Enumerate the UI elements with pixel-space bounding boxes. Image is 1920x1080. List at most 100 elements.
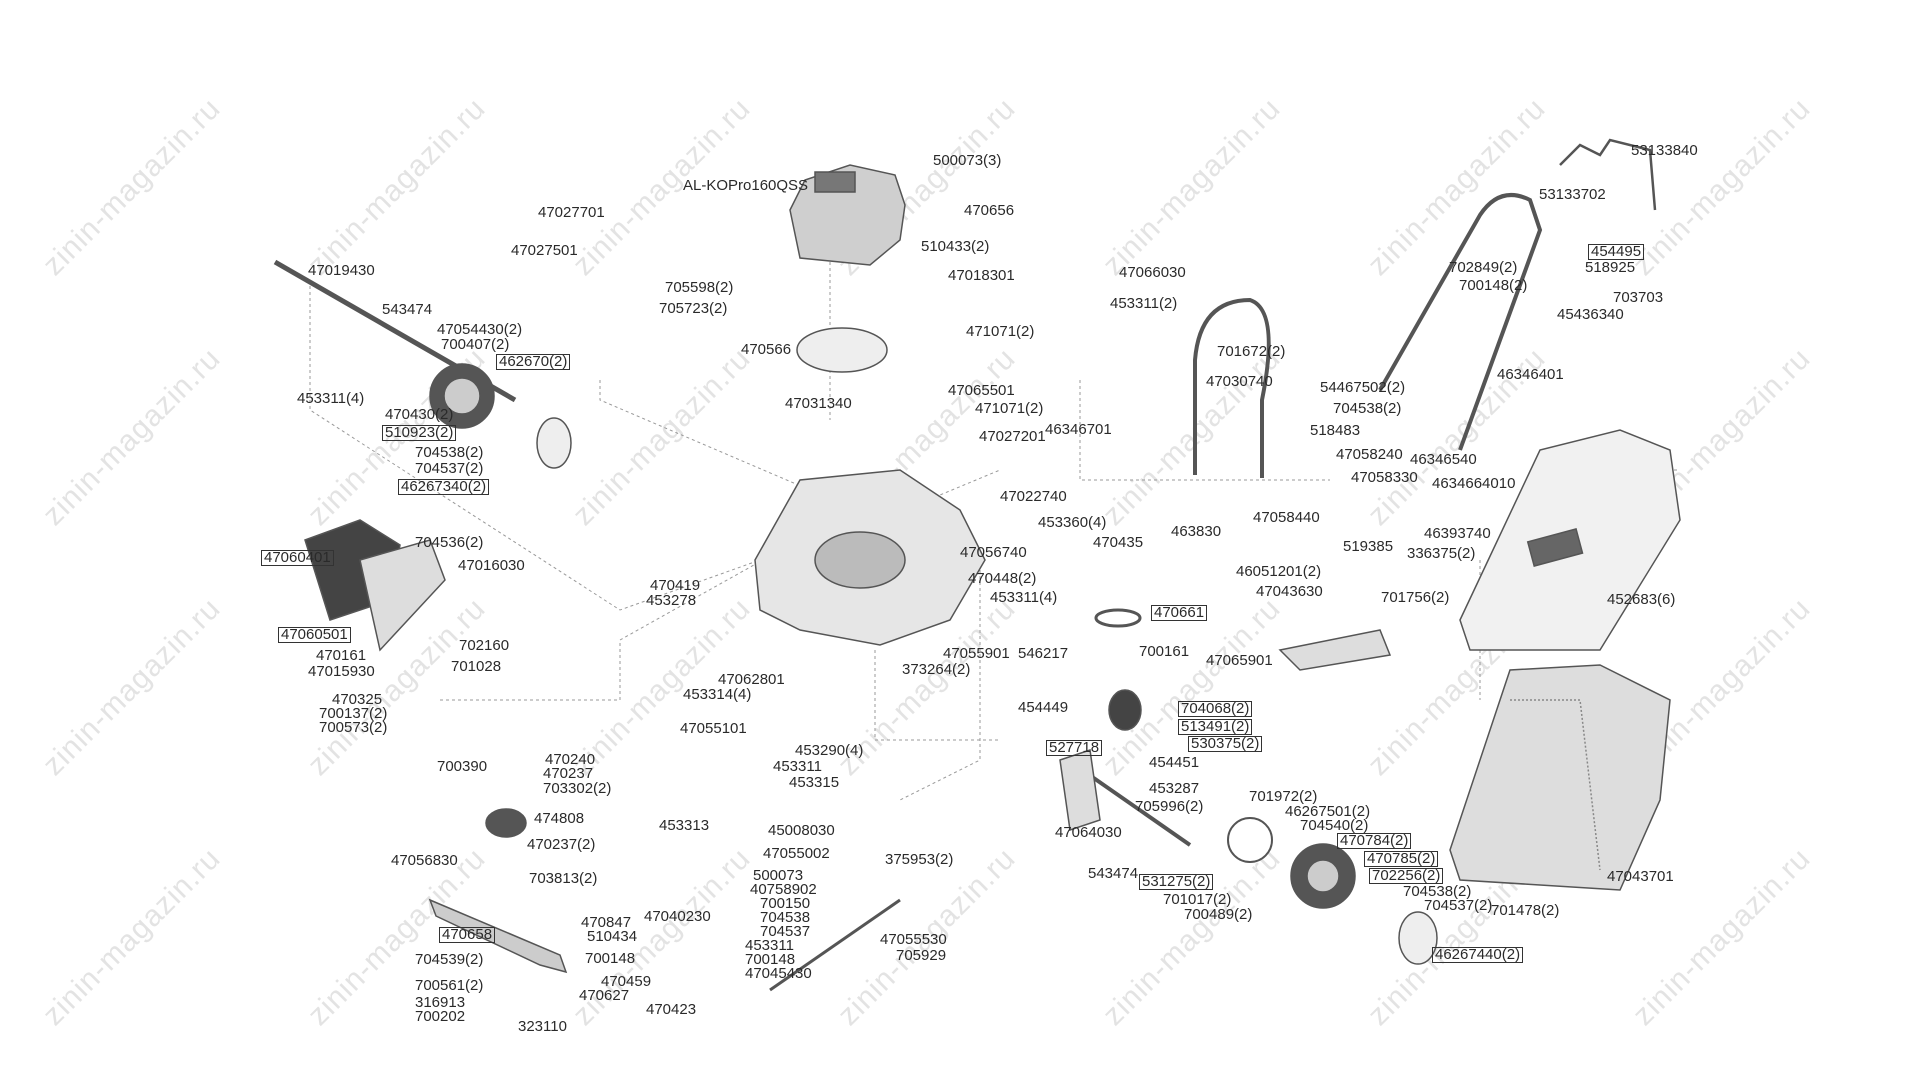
belt-drawing xyxy=(1094,608,1142,628)
part-number-label: 705929 xyxy=(896,947,947,964)
part-number-label: 704537(2) xyxy=(415,460,484,477)
part-number-label: 47055101 xyxy=(680,720,747,737)
part-number-label: 702160 xyxy=(459,637,510,654)
part-number-label: 703813(2) xyxy=(529,870,598,887)
part-number-label-highlighted: 470658 xyxy=(439,927,496,943)
part-number-label: 700148(2) xyxy=(1459,277,1528,294)
part-number-label-highlighted: 47060501 xyxy=(278,627,351,643)
part-number-label: 700390 xyxy=(437,758,488,775)
part-number-label: 704538(2) xyxy=(1333,400,1402,417)
height-lever-drawing xyxy=(769,898,901,992)
part-number-label: 510434 xyxy=(587,928,638,945)
part-number-label: 704539(2) xyxy=(415,951,484,968)
part-number-label: 47027501 xyxy=(511,242,578,259)
part-number-label: 453311(4) xyxy=(297,390,365,407)
part-number-label: 46267501(2) xyxy=(1285,803,1371,820)
part-number-label: 453311 xyxy=(773,758,822,775)
part-number-label: 46051201(2) xyxy=(1236,563,1322,580)
part-number-label: 700573(2) xyxy=(319,719,388,736)
part-number-label: 701756(2) xyxy=(1381,589,1450,606)
part-number-label: 453311(2) xyxy=(1110,295,1178,312)
part-number-label: 705598(2) xyxy=(665,279,734,296)
front-hubcap-drawing xyxy=(1398,911,1438,965)
part-number-label: AL-KOPro160QSS xyxy=(683,177,809,194)
part-number-label: 470459 xyxy=(601,973,652,990)
part-number-label-highlighted: 513491(2) xyxy=(1178,719,1253,735)
part-number-label-highlighted: 530375(2) xyxy=(1188,736,1263,752)
part-number-label: 46346540 xyxy=(1410,451,1477,468)
part-number-label-highlighted: 470784(2) xyxy=(1337,833,1412,849)
part-number-label: 46393740 xyxy=(1424,525,1491,542)
pulley-drawing xyxy=(485,808,527,838)
part-number-label: 45436340 xyxy=(1557,306,1624,323)
part-number-label: 453313 xyxy=(659,817,710,834)
part-number-label: 463830 xyxy=(1171,523,1222,540)
part-number-label: 47056740 xyxy=(960,544,1027,561)
gasket-drawing xyxy=(796,327,888,373)
part-number-label-highlighted: 531275(2) xyxy=(1139,874,1214,890)
part-number-label: 705996(2) xyxy=(1135,798,1204,815)
part-number-label: 700148 xyxy=(745,951,796,968)
front-wheel-inner-drawing xyxy=(1227,817,1273,863)
part-number-label: 471071(2) xyxy=(975,400,1044,417)
part-number-label: 701017(2) xyxy=(1163,891,1232,908)
part-number-label: 375953(2) xyxy=(885,851,954,868)
engine-drawing xyxy=(789,164,906,266)
part-number-label: 452683(6) xyxy=(1607,591,1676,608)
part-number-label: 474808 xyxy=(534,810,585,827)
part-number-label: 45008030 xyxy=(768,822,835,839)
part-number-label: 704540(2) xyxy=(1300,817,1369,834)
part-number-label: 546217 xyxy=(1018,645,1069,662)
part-number-label: 47027201 xyxy=(979,428,1046,445)
part-number-label: 704537 xyxy=(760,923,811,940)
part-number-label: 500073(3) xyxy=(933,152,1002,169)
part-number-label: 323110 xyxy=(518,1018,567,1035)
part-number-label: 453311(4) xyxy=(990,589,1058,606)
part-number-label: 47027701 xyxy=(538,204,605,221)
part-number-label: 453314(4) xyxy=(683,686,752,703)
part-number-label: 470430(2) xyxy=(385,406,454,423)
part-number-label: 53133702 xyxy=(1539,186,1606,203)
part-number-label: 47058240 xyxy=(1336,446,1403,463)
part-number-label: 453311 xyxy=(745,937,794,954)
part-number-label: 47045430 xyxy=(745,965,812,982)
blade-drawing xyxy=(428,898,568,974)
part-number-label-highlighted: 470661 xyxy=(1151,605,1208,621)
part-number-label: 701972(2) xyxy=(1249,788,1318,805)
part-number-label: 700561(2) xyxy=(415,977,484,994)
part-number-label: 519385 xyxy=(1343,538,1394,555)
part-number-label: 702849(2) xyxy=(1449,259,1518,276)
part-number-label: 373264(2) xyxy=(902,661,971,678)
part-number-label: 47058330 xyxy=(1351,469,1418,486)
part-number-label: 47022740 xyxy=(1000,488,1067,505)
part-number-label: 47043701 xyxy=(1607,868,1674,885)
part-number-label: 470423 xyxy=(646,1001,697,1018)
part-number-label-highlighted: 454495 xyxy=(1588,244,1645,260)
part-number-label: 470566 xyxy=(741,341,792,358)
part-number-label: 700489(2) xyxy=(1184,906,1253,923)
part-number-label: 701672(2) xyxy=(1217,343,1286,360)
part-number-label-highlighted: 46267440(2) xyxy=(1432,947,1524,963)
part-number-label: 470656 xyxy=(964,202,1015,219)
part-number-label: 471071(2) xyxy=(966,323,1035,340)
part-number-label-highlighted: 470785(2) xyxy=(1364,851,1439,867)
part-number-label: 453315 xyxy=(789,774,840,791)
part-number-label: 47062801 xyxy=(718,671,785,688)
part-number-label: 47058440 xyxy=(1253,509,1320,526)
part-number-label: 518925 xyxy=(1585,259,1636,276)
part-number-label: 500073 xyxy=(753,867,804,884)
part-number-label: 510433(2) xyxy=(921,238,990,255)
part-number-label: 47065501 xyxy=(948,382,1015,399)
upper-handle-drawing xyxy=(1378,193,1543,451)
part-number-label: 47064030 xyxy=(1055,824,1122,841)
part-number-label: 705723(2) xyxy=(659,300,728,317)
part-number-label: 47030740 xyxy=(1206,373,1273,390)
part-number-label: 704538(2) xyxy=(415,444,484,461)
part-number-label: 518483 xyxy=(1310,422,1361,439)
bail-bar-drawing xyxy=(1559,138,1657,211)
part-number-label: 453278 xyxy=(646,592,697,609)
part-number-label: 704536(2) xyxy=(415,534,484,551)
part-number-label: 470237(2) xyxy=(527,836,596,853)
part-number-label: 470325 xyxy=(332,691,383,708)
